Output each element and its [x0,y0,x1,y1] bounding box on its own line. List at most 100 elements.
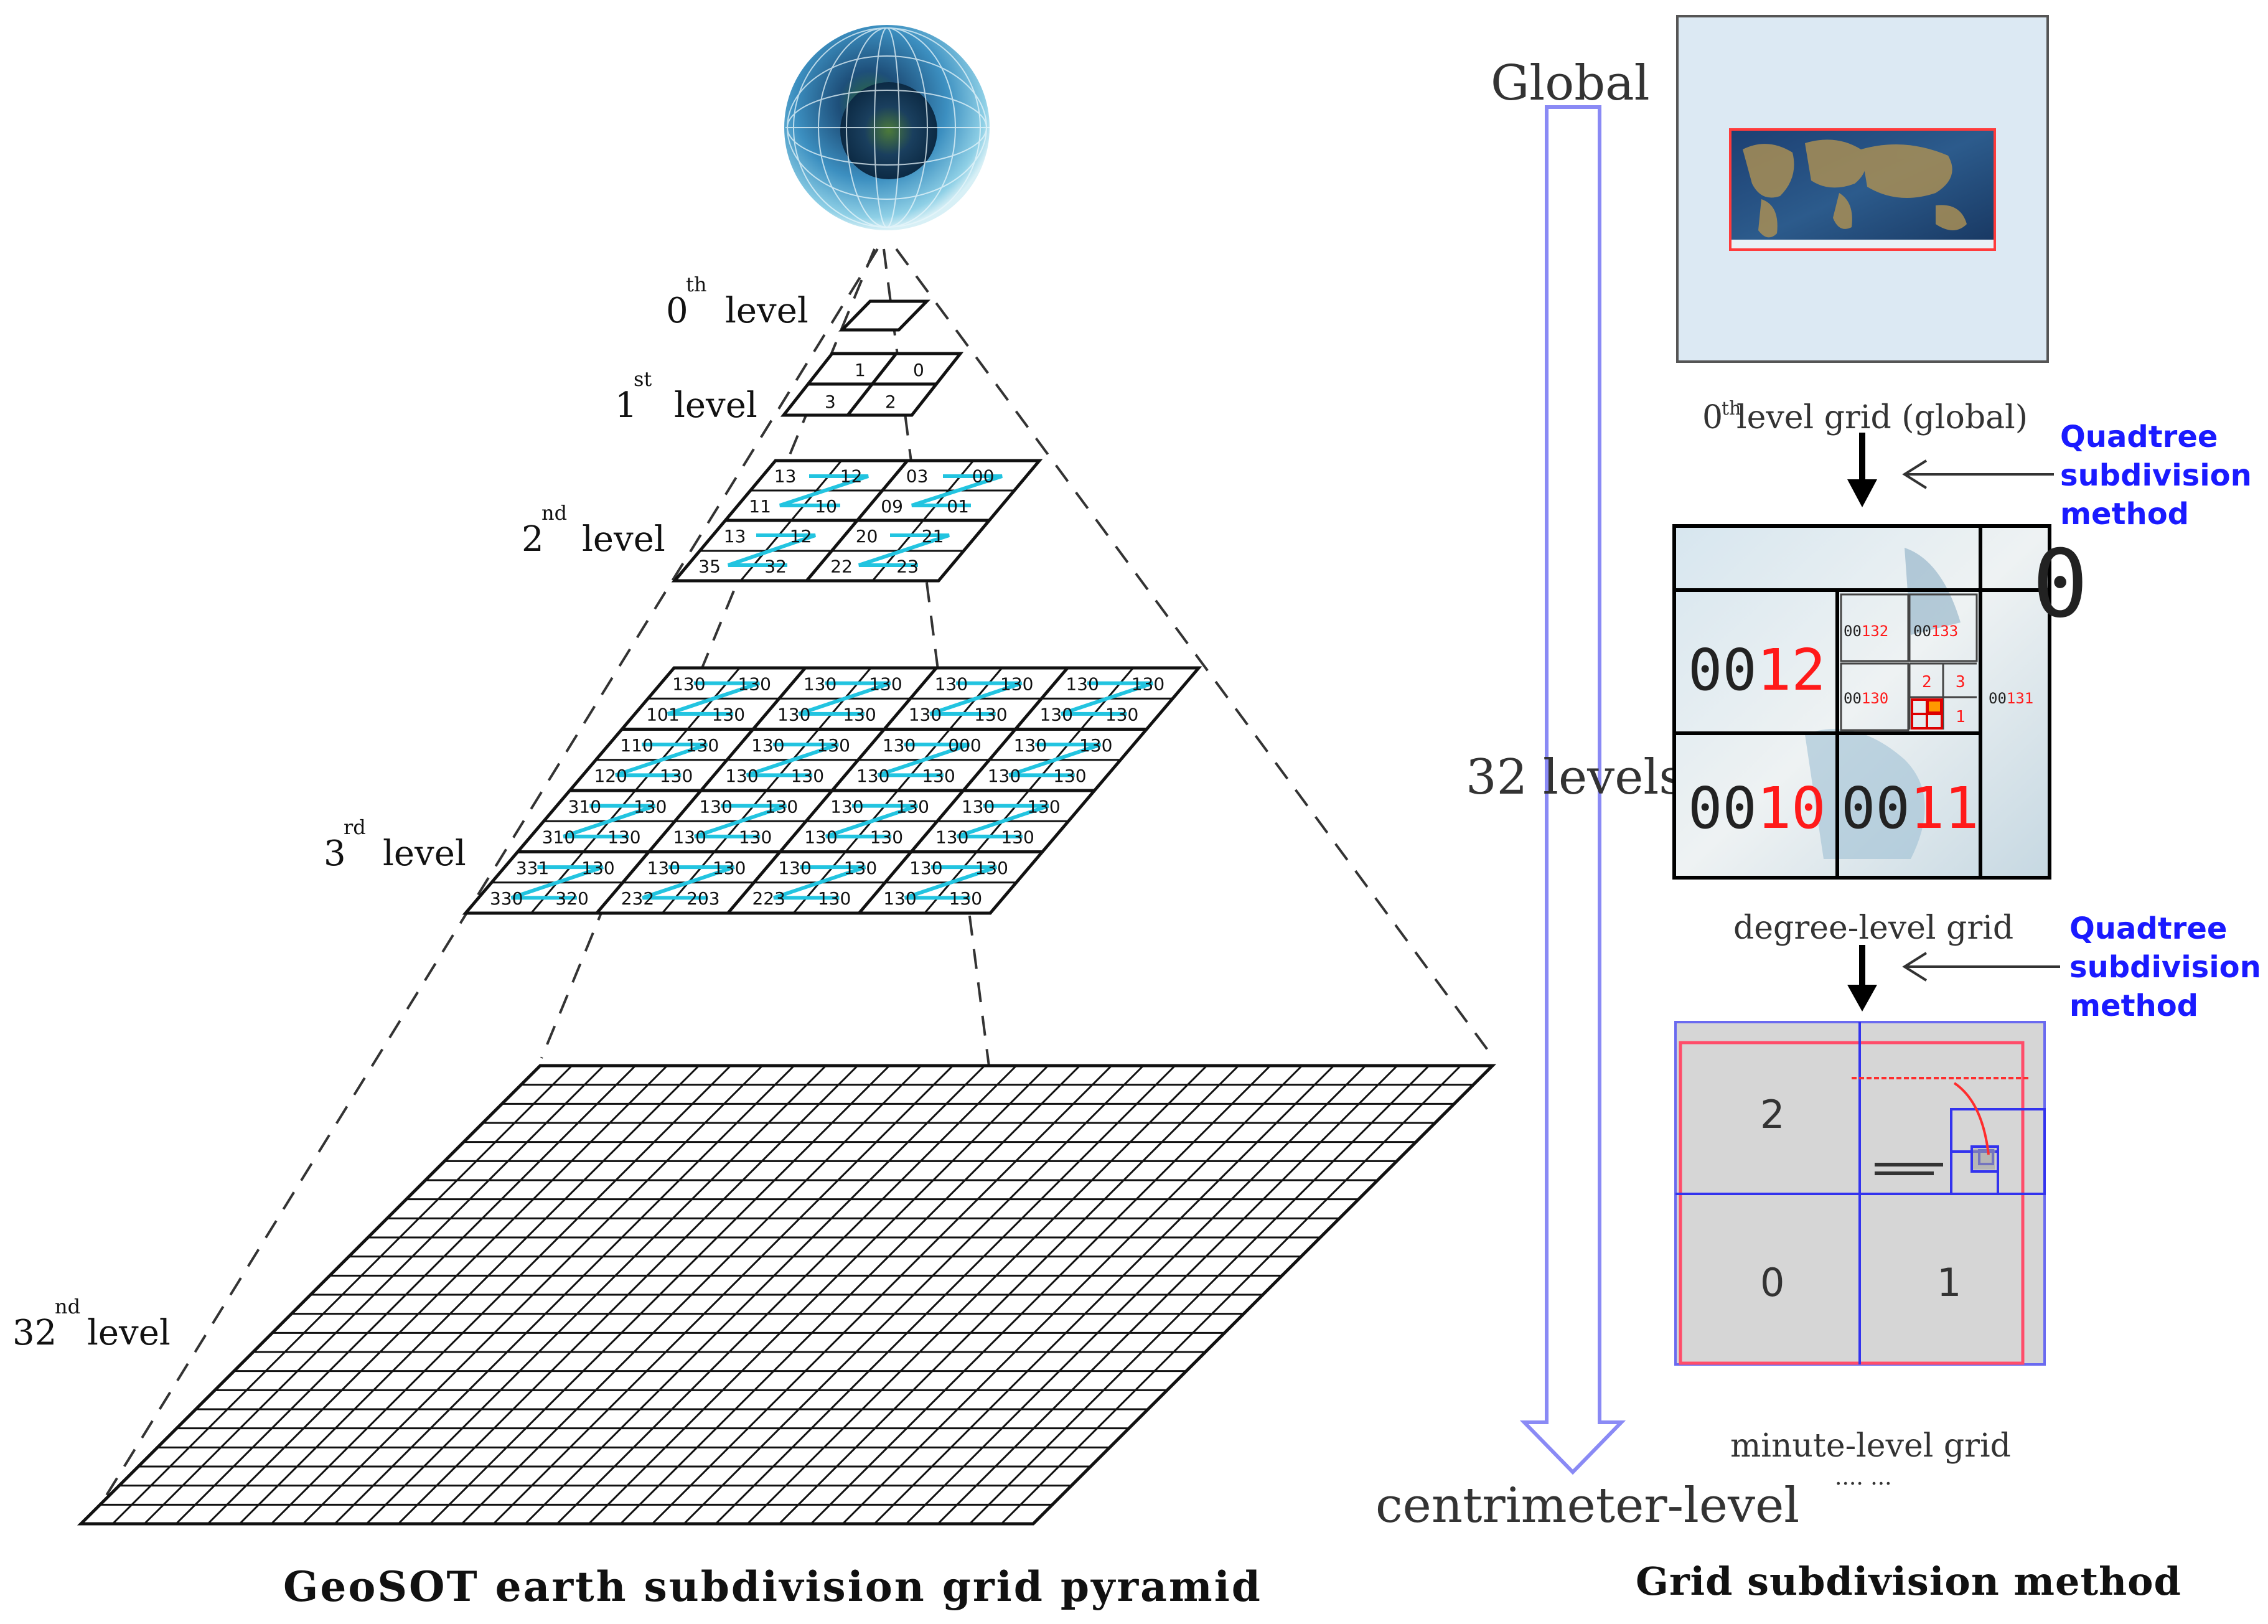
grid-level-32 [77,1064,1497,1526]
level-3-cell: 130 [975,858,1008,878]
level-3-cell: 130 [830,796,863,817]
level-3-cell: 130 [856,766,889,786]
level-3-col-line [726,667,938,914]
svg-text:Quadtree: Quadtree [2060,420,2218,454]
level-3-cell: 130 [777,705,810,725]
z-order-curve-level-3 [798,681,891,716]
level-3-cell: 130 [804,674,836,694]
level-32-col-line [270,1064,732,1525]
svg-text:00132: 00132 [1844,622,1888,640]
level-3-cell: 130 [883,888,916,909]
level-3-cell: 130 [869,674,902,694]
svg-text:0: 0 [2032,530,2088,639]
level-3-cell: 320 [555,888,588,909]
cell-2: 2 [885,392,896,412]
level-3-cell: 130 [818,888,851,909]
level-3-cell: 130 [672,674,705,694]
level-2-cell: 01 [947,496,969,517]
svg-text:subdivision: subdivision [2060,458,2252,493]
level-2-cell: 12 [790,526,812,547]
level-3-cell: 130 [1053,766,1086,786]
level-3-cell: 130 [844,858,877,878]
svg-text:level: level [582,519,665,560]
svg-text:00131: 00131 [1989,690,2033,707]
level-32-col-line [588,1064,1049,1525]
level-32-col-line [778,1064,1240,1525]
level-3-cell: 000 [948,735,981,756]
svg-text:0011: 0011 [1841,775,1979,842]
z-order-curve-level-3 [956,804,1049,838]
level-0-sup: th [686,273,706,296]
level-2-cell: 09 [881,496,903,517]
level-3-cell: 130 [725,766,758,786]
level-3-cell: 130 [738,674,771,694]
level-32-col-line [873,1064,1335,1525]
level-3-cell: 130 [647,858,680,878]
svg-text:subdivision: subdivision [2069,950,2261,985]
level-3-cell: 130 [1001,827,1034,848]
z-order-curve-level-3 [877,743,970,777]
bottom-level-label: centrimeter-level [1375,1478,1799,1534]
level-3-cell: 120 [594,766,627,786]
svg-text:level grid (global): level grid (global) [1736,399,2028,436]
global-label: Global [1491,55,1650,111]
level-0-word: level [725,291,808,331]
level-32-label: 32 nd level [12,1295,171,1353]
level-3-cell: 130 [634,796,667,817]
level-3-cell: 130 [1027,796,1060,817]
level-3-cell: 130 [1000,674,1033,694]
level-3-cell: 130 [699,796,732,817]
grid0-label: 0 th level grid (global) [1702,398,2028,436]
grid-level-3 [462,666,1202,915]
level-3-cell: 130 [1039,705,1072,725]
cell-1: 1 [855,360,866,380]
level-32-col-line [334,1064,795,1525]
svg-text:th: th [1722,398,1741,420]
level-2-cell: 12 [840,466,863,487]
z-order-curve-level-3 [694,804,787,838]
z-order-curve-level-3 [1008,743,1102,777]
svg-text:method: method [2060,497,2189,532]
level-3-cell: 130 [988,766,1021,786]
level-3-col-line [924,667,1134,914]
grid-level-1 [780,352,964,417]
level-32-col-line [968,1064,1430,1525]
level-2-cell: 13 [774,466,797,487]
level-32-col-line [556,1064,1018,1525]
z-order-curve-level-3 [510,865,604,900]
level-0-label: 0 th level [666,273,808,331]
globe [784,25,990,230]
level-32-col-line [238,1064,700,1525]
svg-text:method: method [2069,988,2198,1023]
quadrant-0: 0 [1760,1260,1784,1305]
level-3-cell: 130 [922,766,955,786]
ellipsis: .... ... [1835,1465,1892,1490]
level-32-col-line [365,1064,827,1525]
level-0-num: 0 [666,291,688,331]
level-3-cell: 130 [935,827,968,848]
level-3-cell: 130 [581,858,614,878]
pyramid-caption: GeoSOT earth subdivision grid pyramid [283,1562,1262,1611]
level-32-col-line [461,1064,922,1525]
level-2-cell: 11 [749,496,771,517]
level-3-cell: 130 [909,705,942,725]
level-3-cell: 223 [752,888,785,909]
level-32-col-line [175,1064,637,1525]
level-32-col-line [937,1064,1399,1525]
svg-text:nd: nd [541,501,567,525]
level-3-cell: 130 [791,766,824,786]
level-3-cell: 331 [516,858,549,878]
minute-grid-panel: 2 0 1 [1674,1021,2046,1366]
level-3-cell: 130 [739,827,772,848]
level-3-cell: 130 [765,796,798,817]
level-32-col-line [302,1064,764,1525]
degree-grid-panel: 0012 0010 0011 00132 00133 00130 00131 2… [1672,524,2088,880]
level-3-cell: 130 [870,827,903,848]
level-32-col-line [111,1064,573,1525]
svg-text:level: level [87,1313,171,1353]
cell-3: 3 [825,392,836,412]
level-3-cell: 330 [490,888,523,909]
level-32-col-line [1000,1064,1462,1525]
